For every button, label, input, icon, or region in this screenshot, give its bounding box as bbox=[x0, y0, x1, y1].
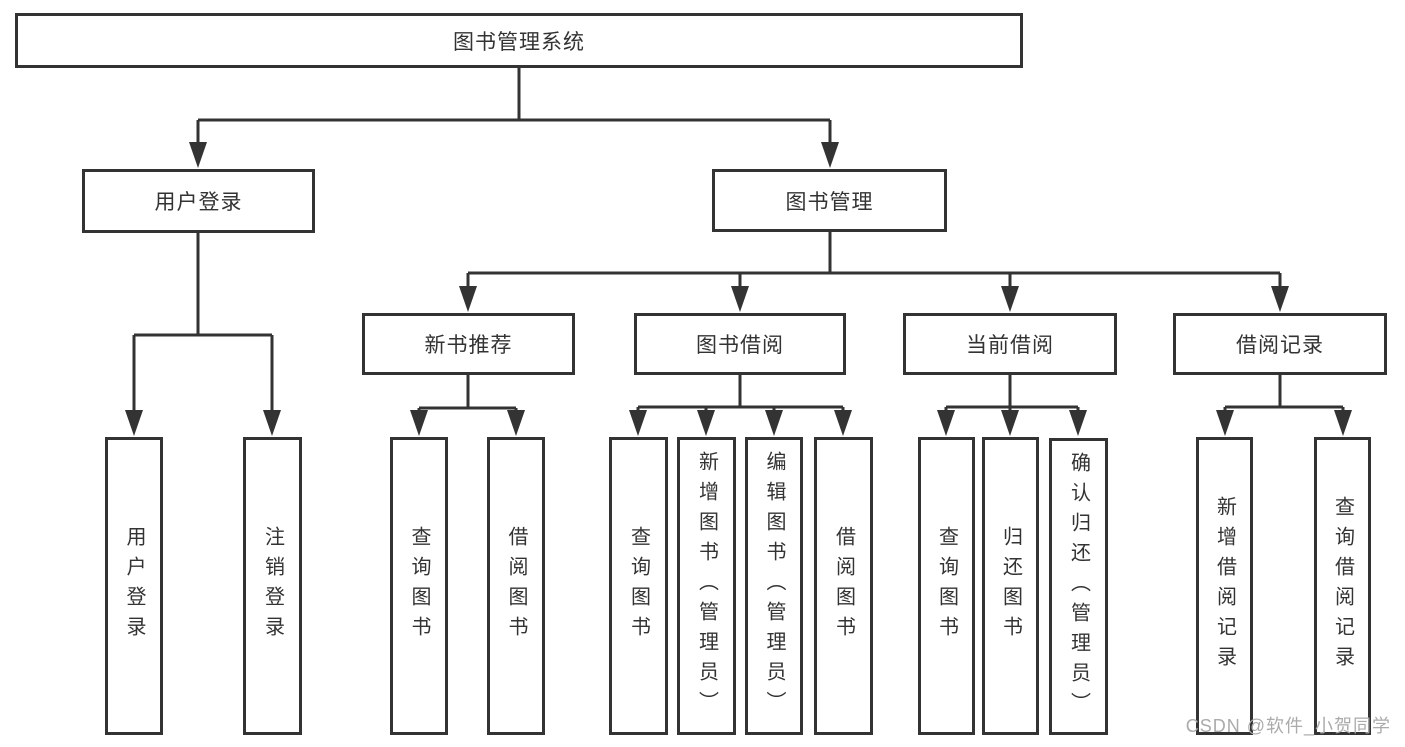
arrow-down-icon bbox=[1216, 410, 1234, 436]
node-book-borrowing: 图书借阅 bbox=[634, 313, 846, 375]
arrow-down-icon bbox=[629, 410, 647, 436]
leaf-query-books-borrowing: 查询图书 bbox=[609, 437, 668, 735]
leaf-borrow-books: 借阅图书 bbox=[814, 437, 873, 735]
arrow-down-icon bbox=[834, 410, 852, 436]
leaf-query-borrow-record: 查询借阅记录 bbox=[1314, 437, 1371, 735]
arrow-down-icon bbox=[697, 410, 715, 436]
connector-borrow-records bbox=[1223, 375, 1345, 414]
connector-book-management bbox=[466, 232, 1282, 290]
arrow-down-icon bbox=[459, 286, 477, 312]
arrow-down-icon bbox=[189, 142, 207, 168]
leaf-return-books: 归还图书 bbox=[982, 437, 1039, 735]
leaf-edit-books-admin: 编辑图书（管理员） bbox=[745, 437, 803, 735]
leaf-add-borrow-record: 新增借阅记录 bbox=[1196, 437, 1253, 735]
leaf-user-login: 用户登录 bbox=[105, 437, 163, 735]
node-current-borrowing: 当前借阅 bbox=[903, 313, 1117, 375]
connector-current-borrowing bbox=[944, 375, 1080, 414]
connector-root bbox=[196, 68, 832, 146]
arrow-down-icon bbox=[765, 410, 783, 436]
node-book-management: 图书管理 bbox=[712, 169, 947, 232]
leaf-add-books-admin: 新增图书（管理员） bbox=[677, 437, 736, 735]
arrow-down-icon bbox=[1069, 410, 1087, 436]
arrow-down-icon bbox=[731, 286, 749, 312]
arrow-down-icon bbox=[410, 410, 428, 436]
leaf-logout: 注销登录 bbox=[243, 437, 302, 735]
leaf-query-books-current: 查询图书 bbox=[918, 437, 975, 735]
arrow-down-icon bbox=[125, 410, 143, 436]
arrow-down-icon bbox=[1001, 286, 1019, 312]
connector-new-book-recommend bbox=[417, 375, 518, 414]
arrow-down-icon bbox=[821, 142, 839, 168]
node-user-login: 用户登录 bbox=[82, 169, 315, 233]
connector-book-borrowing bbox=[636, 375, 845, 414]
arrow-down-icon bbox=[1334, 410, 1352, 436]
leaf-query-books-recommend: 查询图书 bbox=[390, 437, 448, 735]
node-library-system: 图书管理系统 bbox=[15, 13, 1023, 68]
arrow-down-icon bbox=[263, 410, 281, 436]
arrow-down-icon bbox=[1271, 286, 1289, 312]
leaf-confirm-return-admin: 确认归还（管理员） bbox=[1049, 438, 1108, 735]
leaf-borrow-books-recommend: 借阅图书 bbox=[487, 437, 545, 735]
csdn-watermark: CSDN @软件_小贺同学 bbox=[1185, 716, 1391, 736]
arrow-down-icon bbox=[937, 410, 955, 436]
node-borrow-records: 借阅记录 bbox=[1173, 313, 1387, 375]
node-new-book-recommend: 新书推荐 bbox=[362, 313, 575, 375]
arrow-down-icon bbox=[507, 410, 525, 436]
connector-user-login bbox=[132, 233, 274, 414]
arrow-down-icon bbox=[1001, 410, 1019, 436]
